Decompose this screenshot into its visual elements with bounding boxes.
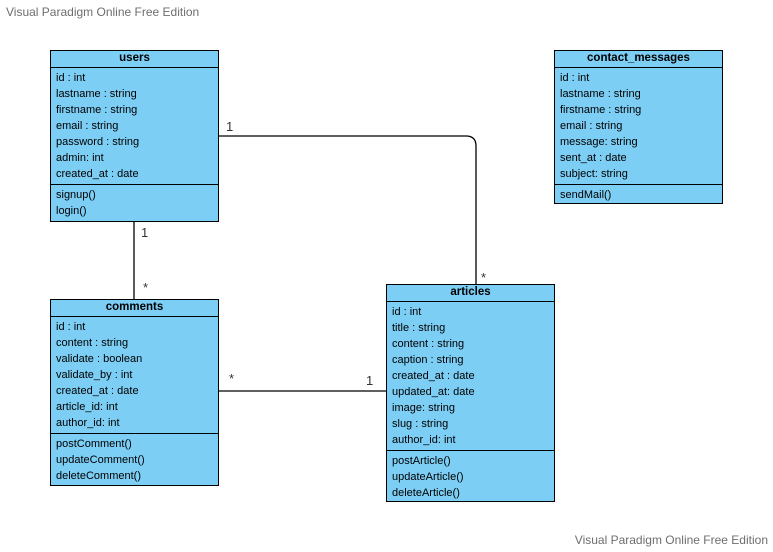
watermark-top: Visual Paradigm Online Free Edition xyxy=(6,5,200,19)
operation-list: postArticle() updateArticle() deleteArticl… xyxy=(387,451,554,503)
attribute-row: author_id: int xyxy=(56,417,120,429)
operation-row: deleteComment() xyxy=(56,470,141,482)
operation-row: sendMail() xyxy=(560,189,612,201)
multiplicity-comments-articles-source: * xyxy=(229,371,235,386)
attribute-row: title : string xyxy=(392,322,446,334)
class-contact-messages[interactable]: contact_messages id : int lastname : stri… xyxy=(554,50,723,204)
operation-list: postComment() updateComment() deleteCommen… xyxy=(51,434,218,486)
operation-row: login() xyxy=(56,205,87,217)
attribute-row: email : string xyxy=(56,120,119,132)
attribute-row: email : string xyxy=(560,120,623,132)
multiplicity-users-articles-source: 1 xyxy=(226,119,234,134)
attribute-row: caption : string xyxy=(392,354,464,366)
watermark-bottom: Visual Paradigm Online Free Edition xyxy=(574,533,768,547)
attribute-row: created_at : date xyxy=(56,168,139,180)
multiplicity-comments-articles-target: 1 xyxy=(366,373,374,388)
attribute-row: id : int xyxy=(56,72,86,84)
attribute-row: id : int xyxy=(392,306,422,318)
attribute-row: image: string xyxy=(392,402,455,414)
attribute-row: validate_by : int xyxy=(56,369,133,381)
operation-row: updateArticle() xyxy=(392,471,464,483)
attribute-row: subject: string xyxy=(560,168,628,180)
class-name: articles xyxy=(387,285,554,302)
attribute-list: id : int lastname : string firstname : str… xyxy=(51,68,218,185)
attribute-row: message: string xyxy=(560,136,638,148)
attribute-row: sent_at : date xyxy=(560,152,627,164)
attribute-row: id : int xyxy=(56,321,86,333)
multiplicity-users-comments-target: * xyxy=(143,280,149,295)
attribute-row: updated_at: date xyxy=(392,386,475,398)
operation-list: signup() login() xyxy=(51,185,218,221)
class-users[interactable]: users id : int lastname : string firstname… xyxy=(50,50,219,222)
attribute-row: lastname : string xyxy=(560,88,641,100)
class-comments[interactable]: comments id : int content : string validat… xyxy=(50,299,219,486)
operation-row: postArticle() xyxy=(392,455,451,467)
attribute-list: id : int title : string content : string ca… xyxy=(387,302,554,451)
attribute-row: id : int xyxy=(560,72,590,84)
operation-row: signup() xyxy=(56,189,96,201)
attribute-row: admin: int xyxy=(56,152,104,164)
operation-row: postComment() xyxy=(56,438,132,450)
operation-row: updateComment() xyxy=(56,454,145,466)
association-users-articles xyxy=(218,135,477,284)
attribute-row: created_at : date xyxy=(392,370,475,382)
class-articles[interactable]: articles id : int title : string content :… xyxy=(386,284,555,502)
attribute-row: firstname : string xyxy=(560,104,642,116)
operation-row: deleteArticle() xyxy=(392,487,460,499)
attribute-list: id : int lastname : string firstname : str… xyxy=(555,68,722,185)
attribute-row: created_at : date xyxy=(56,385,139,397)
attribute-row: validate : boolean xyxy=(56,353,143,365)
attribute-list: id : int content : string validate : boole… xyxy=(51,317,218,434)
attribute-row: content : string xyxy=(56,337,129,349)
attribute-row: password : string xyxy=(56,136,140,148)
multiplicity-users-articles-target: * xyxy=(481,270,487,285)
class-name: users xyxy=(51,51,218,68)
class-name: contact_messages xyxy=(555,51,722,68)
class-name: comments xyxy=(51,300,218,317)
multiplicity-users-comments-source: 1 xyxy=(141,225,149,240)
attribute-row: article_id: int xyxy=(56,401,118,413)
attribute-row: author_id: int xyxy=(392,434,456,446)
attribute-row: firstname : string xyxy=(56,104,138,116)
attribute-row: content : string xyxy=(392,338,465,350)
operation-list: sendMail() xyxy=(555,185,722,205)
attribute-row: lastname : string xyxy=(56,88,137,100)
attribute-row: slug : string xyxy=(392,418,449,430)
